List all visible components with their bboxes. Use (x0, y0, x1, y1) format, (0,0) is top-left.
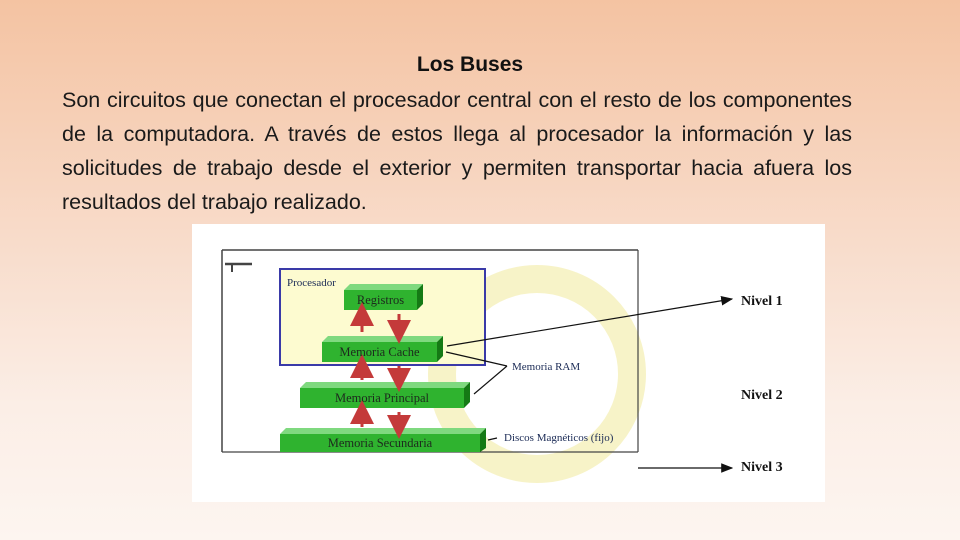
memory-hierarchy-diagram: Procesador Registros Memoria Cache Memor… (192, 224, 825, 502)
pointer-ram-principal (473, 365, 508, 395)
memoria-ram-label: Memoria RAM (512, 361, 581, 373)
block-memoria-principal (300, 382, 470, 408)
discos-magneticos-label: Discos Magnéticos (fijo) (504, 432, 614, 444)
diagram-graphics (221, 249, 734, 483)
watermark-ring (428, 265, 646, 483)
block-label-memoria-cache: Memoria Cache (339, 345, 420, 359)
block-label-memoria-secundaria: Memoria Secundaria (327, 436, 433, 450)
pointer-lines (445, 296, 734, 473)
slide-body-text: Son circuitos que conectan el procesador… (62, 88, 852, 214)
nivel-3-label: Nivel 3 (741, 460, 783, 475)
block-memoria-secundaria (280, 428, 486, 452)
block-label-registros: Registros (356, 293, 405, 307)
processor-label: Procesador (287, 277, 336, 289)
pointer-nivel-1 (446, 296, 734, 347)
block-label-memoria-principal: Memoria Principal (334, 391, 430, 405)
transfer-arrows (350, 302, 411, 439)
nivel-2-label: Nivel 2 (741, 388, 783, 403)
nivel-1-label: Nivel 1 (741, 294, 783, 309)
pointer-discs (487, 437, 498, 441)
pointer-ram-cache (445, 351, 508, 367)
slide-title: Los Buses (416, 53, 524, 76)
